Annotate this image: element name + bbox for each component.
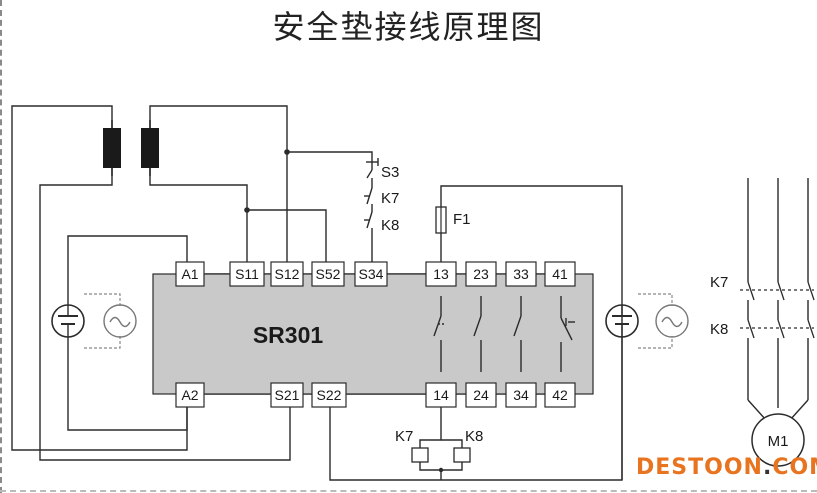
- sr301-module-body: [152, 273, 594, 395]
- terminal-label-42: 42: [552, 387, 568, 403]
- contact-33-34-icon: [513, 296, 522, 372]
- contact-41-42-icon: [560, 296, 575, 372]
- terminal-s34: [354, 261, 388, 287]
- terminals-bottom: [175, 382, 576, 408]
- wire-a1-supply: [67, 235, 188, 305]
- label-f1: F1: [453, 211, 471, 228]
- terminal-42: [544, 382, 576, 408]
- terminal-label-33: 33: [513, 266, 529, 282]
- label-k8: K8: [381, 217, 399, 234]
- terminal-23: [465, 261, 497, 287]
- wire-mat-left-outer: [11, 105, 188, 451]
- wire-s12-s3: [287, 151, 373, 164]
- diagram-title: 安全垫接线原理图: [272, 8, 545, 46]
- label-coil-k7: K7: [395, 428, 413, 445]
- label-motor-k8: K8: [710, 321, 728, 338]
- terminal-24: [465, 382, 497, 408]
- left-dashed-edge: [0, 0, 5, 493]
- terminal-label-24: 24: [473, 387, 489, 403]
- watermark-suffix: COM: [772, 455, 817, 480]
- motor-k7-contacts-icon: [740, 281, 815, 301]
- label-coil-k8: K8: [465, 428, 483, 445]
- motor-m1-icon: [751, 413, 805, 467]
- s3-button-icon: [366, 158, 379, 179]
- label-s3: S3: [381, 164, 399, 181]
- terminal-label-a2: A2: [181, 387, 198, 403]
- terminal-13: [425, 261, 457, 287]
- terminal-label-23: 23: [473, 266, 489, 282]
- bottom-dashed-edge: [0, 490, 817, 492]
- terminal-33: [505, 261, 537, 287]
- wire-14-coils: [419, 404, 442, 448]
- k7-contact-icon: [364, 187, 373, 205]
- dc-supply-icon-right: [605, 304, 639, 338]
- terminal-label-13: 13: [433, 266, 449, 282]
- terminal-label-s21: S21: [275, 387, 300, 403]
- watermark-logo: DESTOON.COM: [636, 455, 817, 480]
- wire-mat-left-inner: [39, 165, 291, 461]
- terminal-label-s34: S34: [359, 266, 384, 282]
- label-motor: M1: [768, 433, 789, 450]
- transformer-icon: [103, 120, 159, 176]
- terminal-label-s52: S52: [316, 266, 341, 282]
- terminal-41: [544, 261, 576, 287]
- motor-k8-contacts-icon: [740, 319, 815, 339]
- label-k7: K7: [381, 190, 399, 207]
- terminal-s22: [311, 382, 347, 408]
- terminal-label-41: 41: [552, 266, 568, 282]
- fuse-f1-icon: [435, 206, 447, 234]
- terminal-a2: [175, 382, 205, 408]
- terminal-label-a1: A1: [181, 266, 198, 282]
- wire-mat-right-outer: [149, 105, 288, 262]
- watermark-dot: .: [762, 455, 773, 480]
- coil-k7-icon: [411, 447, 429, 463]
- terminal-34: [505, 382, 537, 408]
- terminal-label-14: 14: [433, 387, 449, 403]
- terminal-s11: [229, 261, 265, 287]
- terminal-s21: [270, 382, 304, 408]
- contact-13-14-icon: [433, 296, 444, 372]
- terminal-s52: [311, 261, 345, 287]
- terminals-top: [175, 261, 576, 287]
- wire-a2-supply: [67, 337, 188, 431]
- wire-s11-s52: [247, 209, 327, 262]
- module-name: SR301: [253, 322, 324, 348]
- terminal-label-s12: S12: [275, 266, 300, 282]
- contact-23-24-icon: [473, 296, 482, 372]
- ac-supply-icon-right: [638, 293, 689, 349]
- terminal-a1: [175, 261, 205, 287]
- wire-mat-right-inner: [149, 165, 248, 262]
- terminal-label-s22: S22: [317, 387, 342, 403]
- coil-k8-icon: [453, 447, 471, 463]
- terminal-s12: [270, 261, 304, 287]
- terminal-14: [425, 382, 457, 408]
- terminal-label-34: 34: [513, 387, 529, 403]
- ac-supply-icon-left: [84, 293, 137, 349]
- watermark-brand: DESTOON: [636, 455, 763, 480]
- terminal-label-s11: S11: [235, 266, 259, 282]
- dc-supply-icon-left: [51, 304, 85, 338]
- label-motor-k7: K7: [710, 274, 728, 291]
- k8-contact-icon: [364, 211, 373, 229]
